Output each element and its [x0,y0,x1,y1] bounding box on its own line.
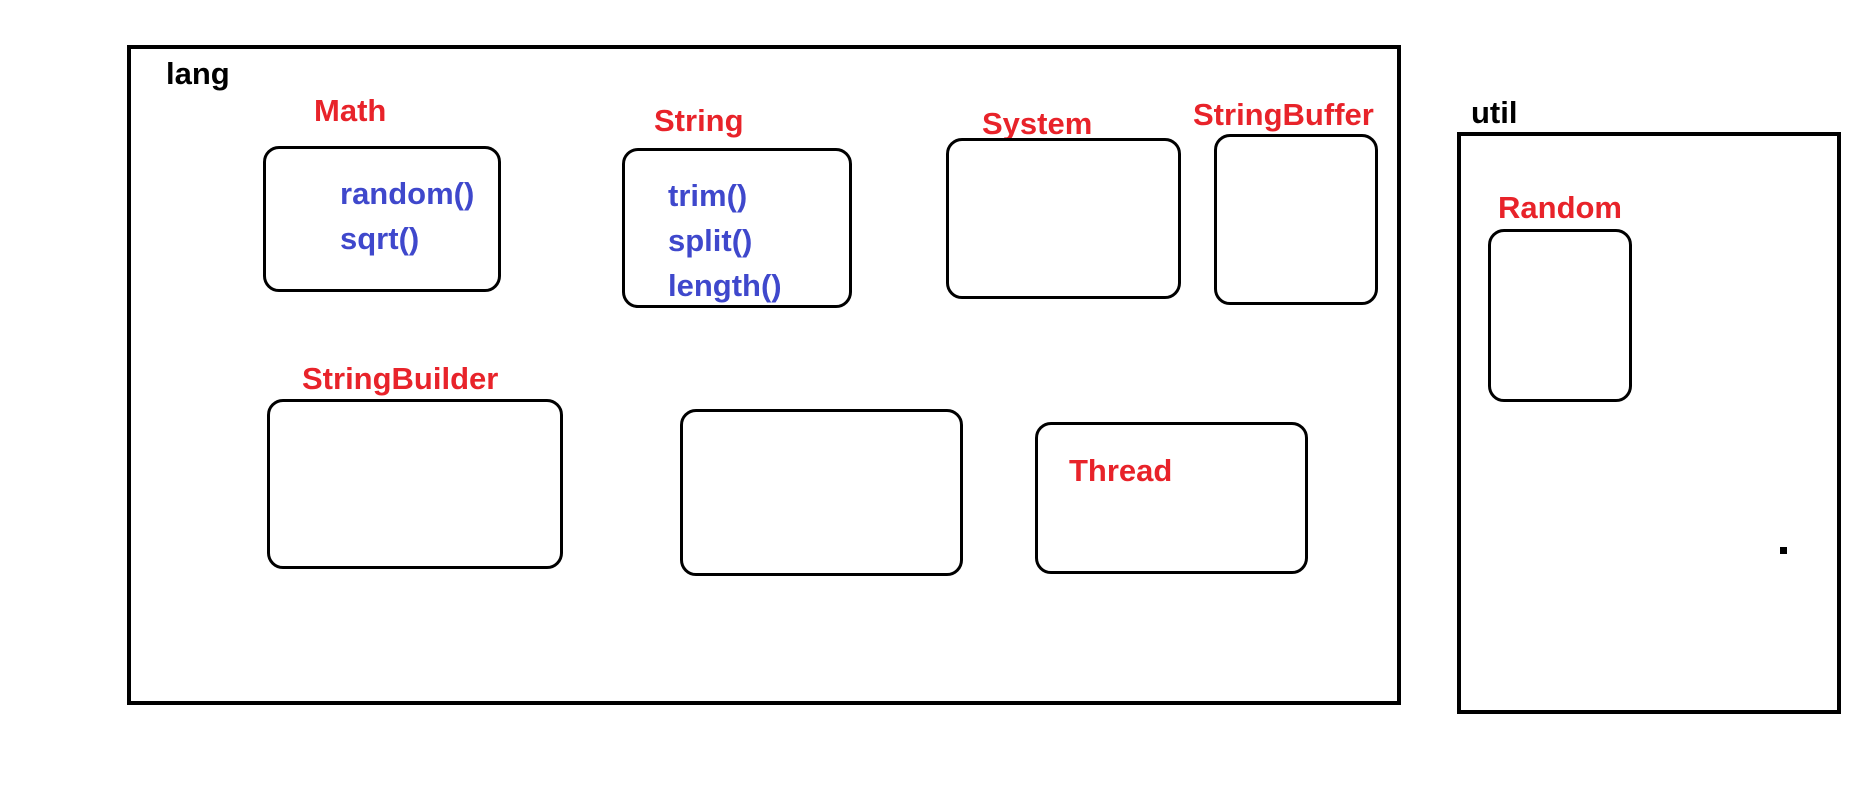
package-util-label: util [1471,95,1518,130]
stray-dot [1780,547,1787,554]
class-thread-label: Thread [1069,453,1173,488]
class-random-label: Random [1498,190,1622,225]
package-lang-label: lang [166,56,230,91]
method-string-length: length() [668,268,782,303]
class-random-box [1488,229,1632,402]
method-math-random: random() [340,176,475,211]
package-lang-box [127,45,1401,705]
method-math-sqrt: sqrt() [340,221,420,256]
class-string-label: String [654,103,744,138]
class-string-box [622,148,852,308]
class-stringbuffer-box [1214,134,1378,305]
class-unlabeled-box [680,409,963,576]
class-stringbuffer-label: StringBuffer [1193,97,1374,132]
class-stringbuilder-label: StringBuilder [302,361,499,396]
class-stringbuilder-box [267,399,563,569]
class-system-label: System [982,106,1093,141]
method-string-split: split() [668,223,753,258]
class-math-box [263,146,501,292]
method-string-trim: trim() [668,178,748,213]
package-util-box [1457,132,1841,714]
class-system-box [946,138,1181,299]
class-thread-box [1035,422,1308,574]
class-math-label: Math [314,93,387,128]
